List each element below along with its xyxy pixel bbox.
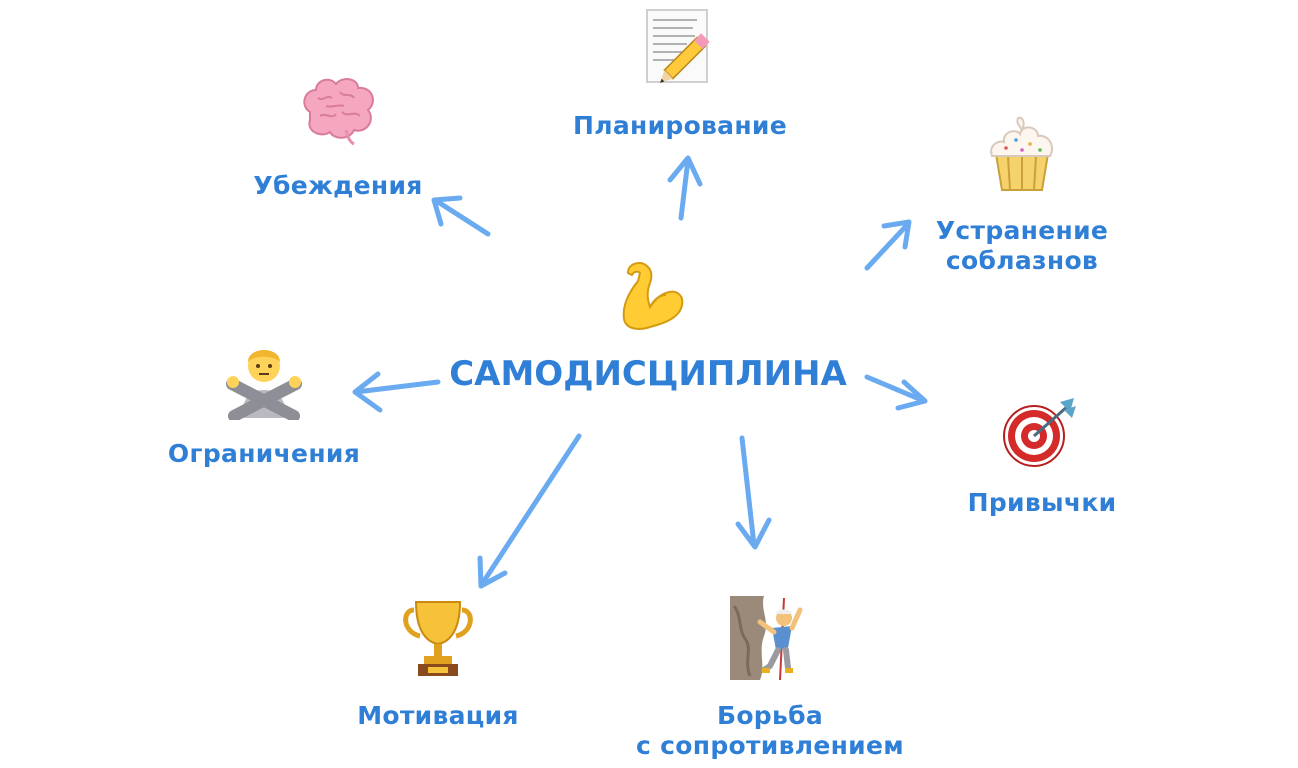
node-label-temptations-line1: Устранение: [935, 216, 1109, 245]
node-label-temptations: Устранение соблазнов: [936, 216, 1108, 276]
node-label-resistance-line2: с сопротивлением: [636, 731, 904, 760]
brain-icon: [293, 72, 383, 152]
arrow-to-motivation: [477, 433, 582, 589]
cupcake-icon: [977, 110, 1067, 191]
arrow-to-habits: [864, 374, 928, 411]
arrow-to-resistance: [735, 435, 772, 550]
memo-pencil-icon: [634, 6, 724, 86]
direct-hit-icon: [995, 394, 1085, 474]
flexed-biceps-icon: [605, 255, 695, 335]
node-label-limits: Ограничения: [167, 439, 361, 468]
node-label-habits: Привычки: [967, 488, 1117, 517]
trophy-icon: [393, 596, 483, 676]
arrow-to-beliefs: [431, 195, 491, 237]
arrow-to-limits: [352, 371, 441, 413]
center-title: САМОДИСЦИПЛИНА: [449, 354, 847, 394]
arrow-to-temptations: [864, 219, 912, 271]
node-label-resistance-line1: Борьба: [716, 701, 824, 730]
node-label-beliefs: Убеждения: [253, 171, 423, 200]
climber-icon: [725, 596, 815, 680]
node-label-temptations-line2: соблазнов: [945, 246, 1099, 275]
gesturing-no-icon: [219, 334, 309, 420]
node-label-motivation: Мотивация: [357, 701, 519, 730]
node-label-planning: Планирование: [572, 111, 788, 140]
arrow-to-planning: [667, 155, 703, 221]
node-label-resistance: Борьба с сопротивлением: [636, 701, 904, 761]
